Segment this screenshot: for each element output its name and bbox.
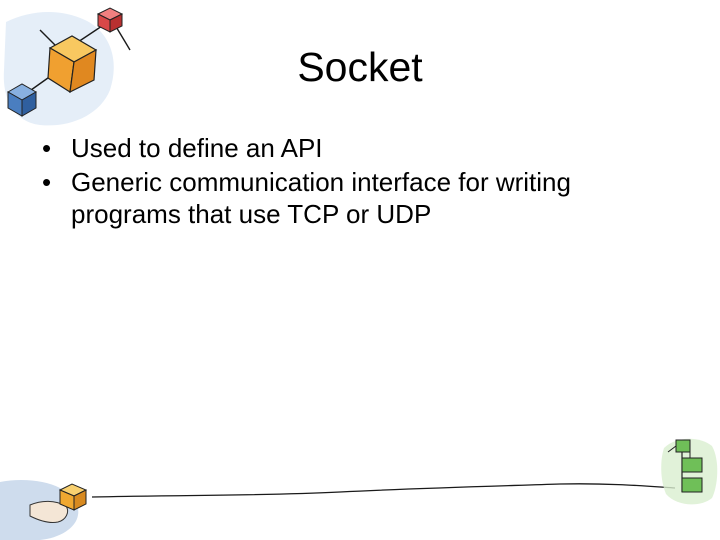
hand-cube-icon xyxy=(0,480,88,540)
green-boxes-icon xyxy=(661,438,718,505)
bottom-line xyxy=(91,483,676,498)
bullet-item: Used to define an API xyxy=(42,132,662,164)
bullet-list: Used to define an API Generic communicat… xyxy=(42,132,662,232)
network-cubes-icon xyxy=(3,7,131,126)
slide-title: Socket xyxy=(297,44,423,90)
bullet-item: Generic communication interface for writ… xyxy=(42,166,662,230)
